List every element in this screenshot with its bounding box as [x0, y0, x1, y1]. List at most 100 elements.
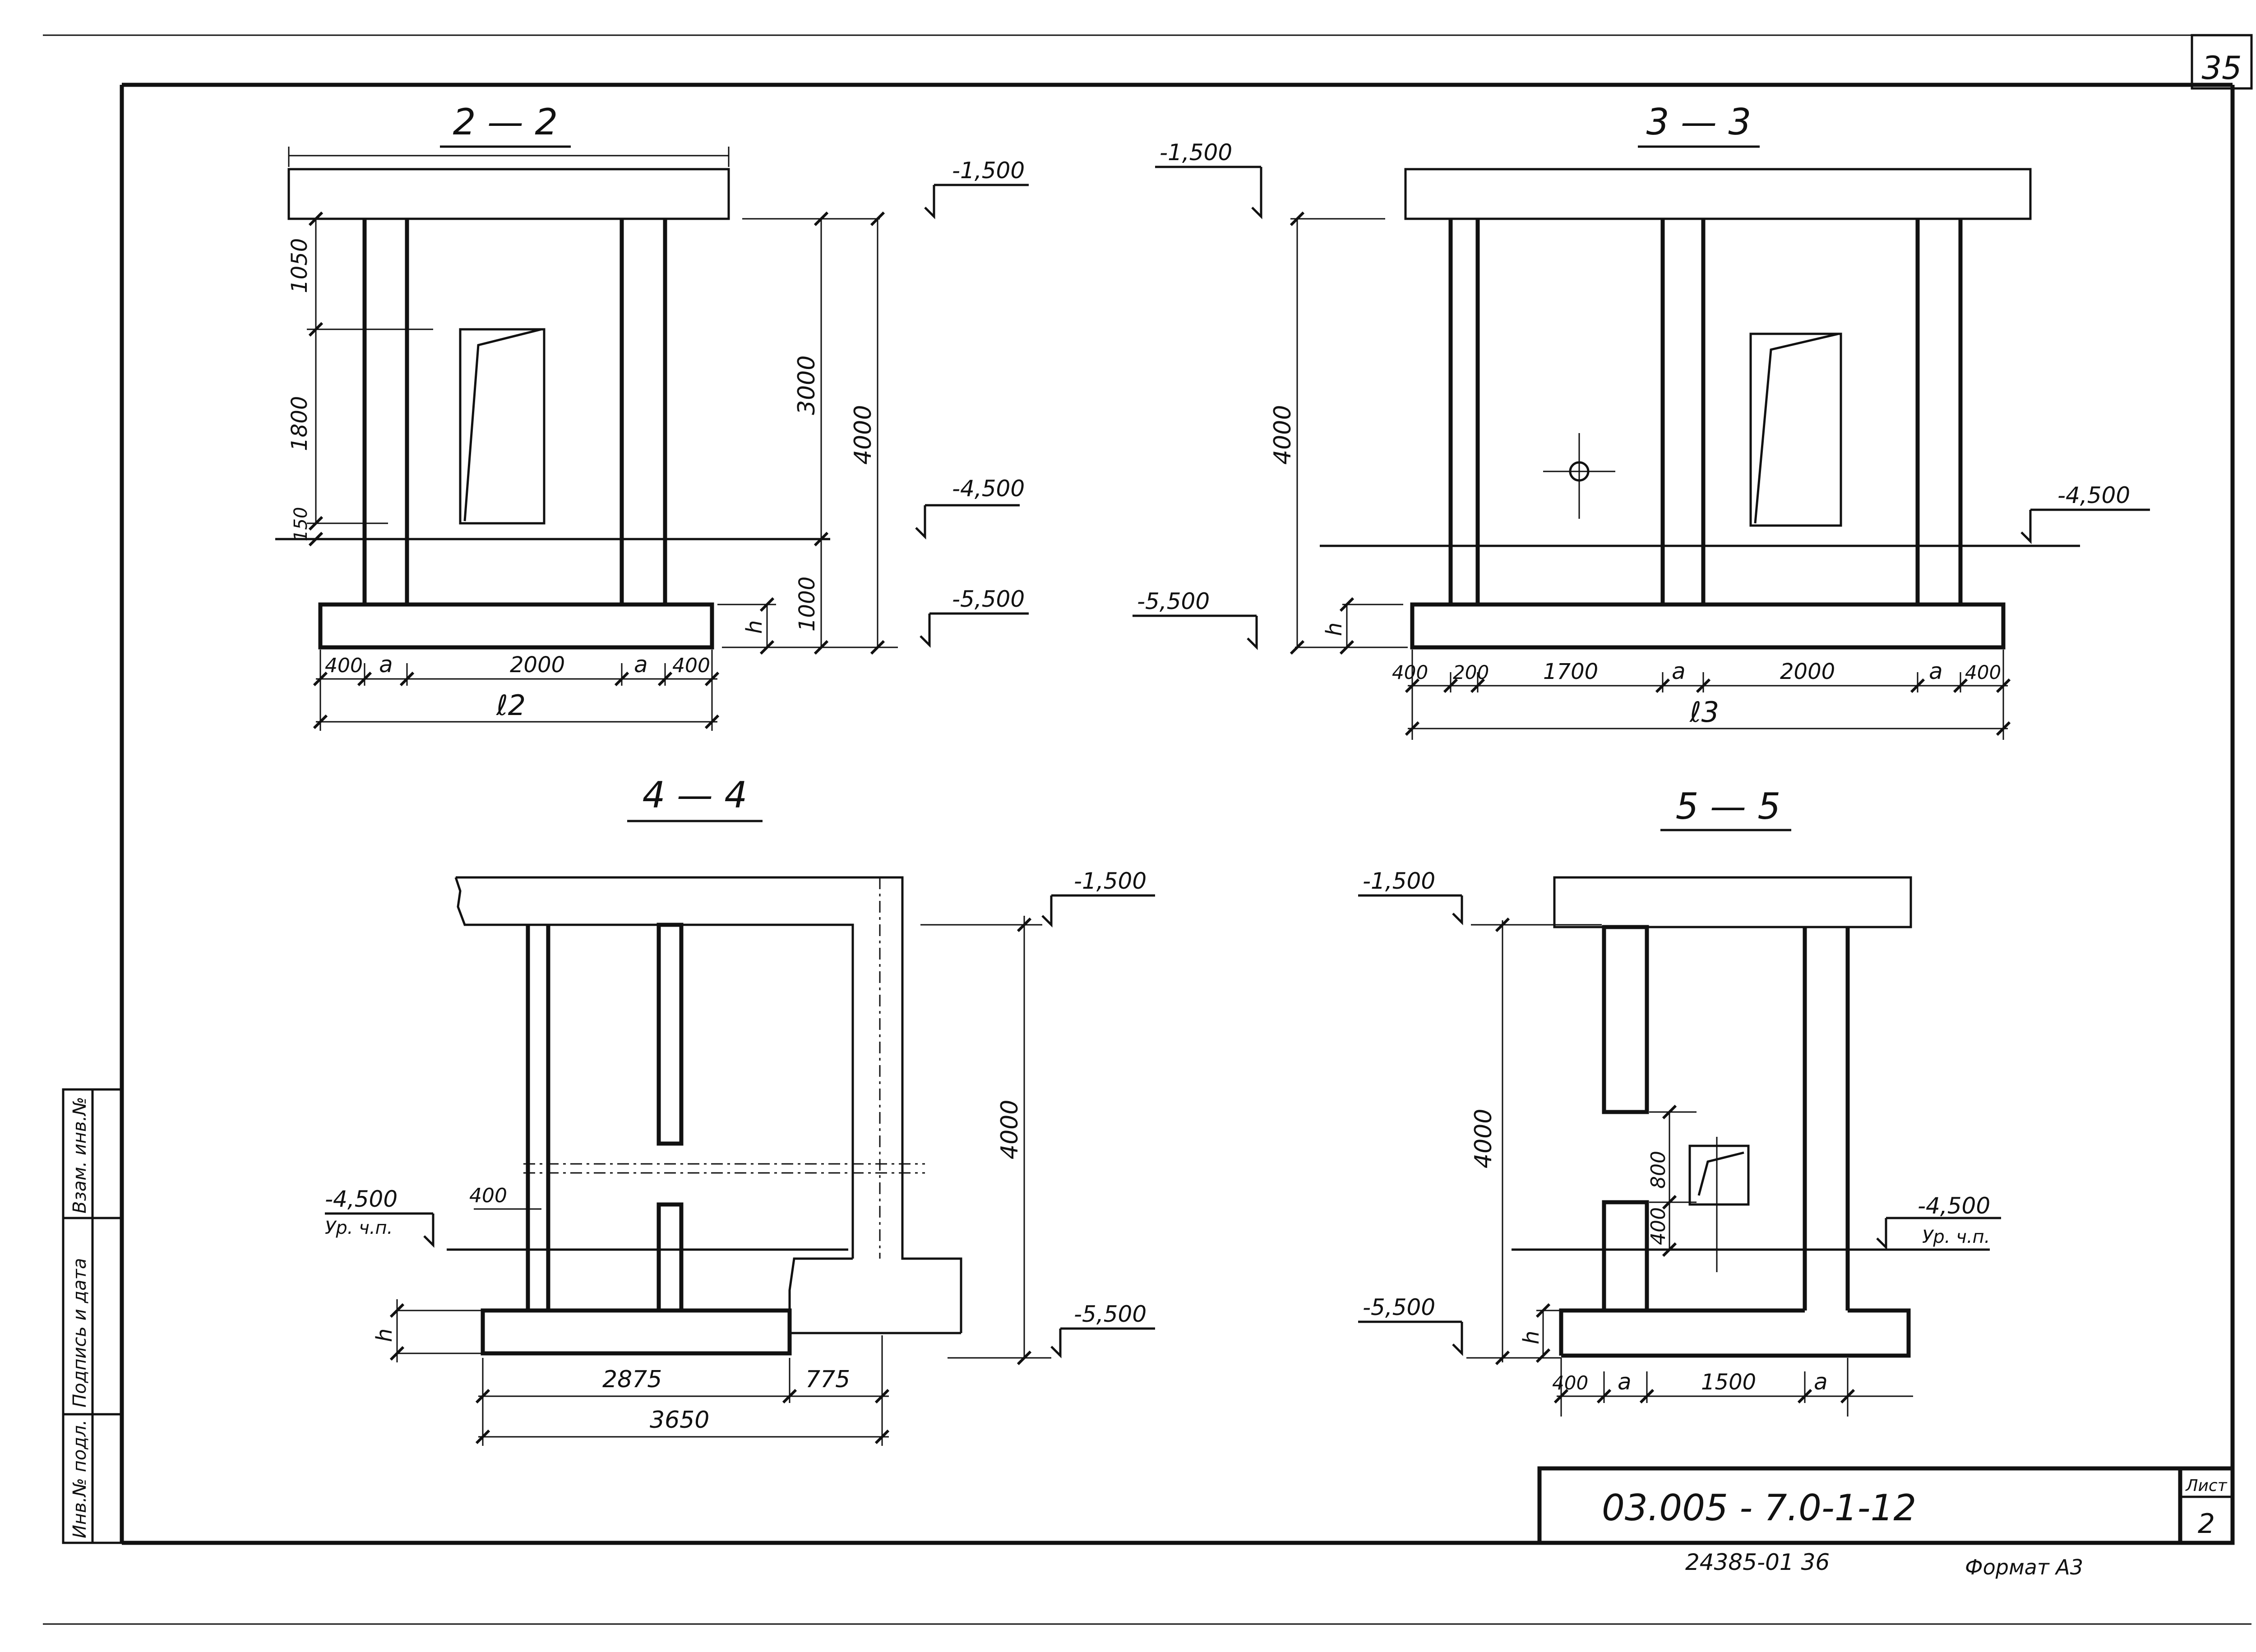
stamp-label-inventory: Инв.№ подл.: [69, 1420, 90, 1538]
dim-4000: 4000: [1269, 405, 1296, 465]
total-l2: ℓ2: [496, 689, 526, 722]
level-mid: -4,500: [1918, 1193, 1990, 1219]
level-marks-3-3: -1,500 -4,500 -5,500: [1133, 139, 2150, 651]
stamp-label-signature: Подпись и дата: [69, 1258, 90, 1407]
sheet-number: 2: [2198, 1508, 2215, 1540]
inventory-number: 24385-01 36: [1685, 1549, 1830, 1575]
level-marks-4-4: -1,500 -4,500 Ур. ч.п. -5,500: [325, 868, 1155, 1359]
level-mid-note: Ур. ч.п.: [325, 1218, 393, 1238]
left-dimensions-2-2: 1050 1800 150: [287, 212, 433, 545]
dim-1800: 1800: [287, 396, 312, 451]
opening-3-3: [1749, 332, 1842, 527]
dim-3650: 3650: [650, 1407, 709, 1434]
dim-2875: 2875: [602, 1366, 662, 1393]
section-title-3-3: 3 — 3: [1646, 101, 1752, 143]
section-2-2: 2 — 2: [275, 101, 1029, 731]
dim-4000: 4000: [1470, 1109, 1497, 1168]
dim-a-right: a: [1814, 1369, 1828, 1395]
dim-800: 800: [1647, 1151, 1670, 1189]
dim-1500: 1500: [1701, 1370, 1756, 1395]
section-title-2-2: 2 — 2: [453, 101, 558, 143]
dim-400: 400: [1552, 1372, 1588, 1394]
section-3-3: 3 — 3: [1133, 101, 2150, 740]
top-slab-4-4: [454, 876, 962, 1333]
section-title-4-4: 4 — 4: [643, 774, 748, 816]
vertical-dimension-4-4: 4000 h: [372, 916, 1051, 1364]
bottom-dimensions-3-3: 400 200 1700 a 2000 a 400 ℓ3: [1392, 650, 2010, 740]
bottom-dimensions-5-5: 400 a 1500 a: [1552, 1358, 1913, 1417]
sheet-label: Лист: [2185, 1477, 2227, 1495]
total-l3: ℓ3: [1689, 696, 1719, 729]
level-bottom: -5,500: [1137, 588, 1210, 614]
dim-1000: 1000: [795, 577, 820, 632]
document-code: 03.005 - 7.0-1-12: [1602, 1487, 1916, 1529]
format-label: Формат А3: [1965, 1555, 2083, 1579]
opening-dim-4-4: 400: [469, 1184, 541, 1210]
bottom-dimensions-4-4: 2875 775 3650: [476, 1335, 889, 1446]
section-4-4: 4 — 4 400: [325, 774, 1155, 1446]
right-dimensions-2-2: 3000 1000 4000 h: [717, 212, 898, 654]
level-bottom: -5,500: [952, 586, 1025, 612]
title-block: Лист 2 03.005 - 7.0-1-12: [1537, 1466, 2235, 1545]
dim-4000: 4000: [996, 1100, 1023, 1159]
side-stamp: Инв.№ подл. Подпись и дата Взам. инв.№: [62, 1088, 123, 1544]
dim-h: h: [372, 1329, 397, 1342]
level-bottom: -5,500: [1363, 1294, 1435, 1320]
level-top: -1,500: [1074, 868, 1146, 894]
dim-2000: 2000: [510, 652, 565, 678]
level-mid: -4,500: [952, 475, 1025, 502]
dim-h: h: [1322, 623, 1347, 636]
top-slab-2-2: [287, 147, 730, 220]
dim-400: 400: [469, 1184, 507, 1207]
level-mid: -4,500: [2057, 482, 2130, 508]
level-bottom: -5,500: [1074, 1301, 1146, 1327]
opening-2-2: [459, 328, 546, 525]
level-top: -1,500: [952, 157, 1025, 184]
dim-2000: 2000: [1780, 659, 1835, 684]
level-marks-2-2: -1,500 -4,500 -5,500: [915, 157, 1029, 648]
dim-400: 400: [1647, 1207, 1670, 1245]
page-number: 35: [2201, 50, 2242, 87]
dim-200: 200: [1453, 661, 1489, 683]
dim-775: 775: [805, 1366, 850, 1393]
dim-1700: 1700: [1543, 659, 1598, 684]
dim-a-left: a: [1672, 658, 1686, 684]
pipe-crosshair-3-3: [1543, 433, 1615, 519]
level-mid-note: Ур. ч.п.: [1922, 1227, 1990, 1247]
level-mid: -4,500: [325, 1186, 398, 1212]
dim-a-left: a: [379, 651, 393, 678]
level-top: -1,500: [1160, 139, 1232, 166]
dim-a-left: a: [1618, 1369, 1632, 1395]
dim-150: 150: [291, 507, 311, 541]
wall-outline-3-3: [1410, 219, 2006, 650]
wall-outline-5-5: [1559, 925, 1911, 1358]
dim-400-right: 400: [1965, 661, 2001, 683]
dim-400-right: 400: [672, 654, 710, 677]
level-top: -1,500: [1363, 868, 1435, 894]
section-title-5-5: 5 — 5: [1676, 785, 1781, 827]
sheet-frame: [43, 34, 2251, 1625]
wall-outline-4-4: [481, 923, 961, 1356]
dim-a-right: a: [1929, 658, 1943, 684]
dim-400-left: 400: [1392, 661, 1428, 683]
level-marks-5-5: -1,500 -4,500 Ур. ч.п. -5,500: [1358, 868, 2001, 1357]
dim-1050: 1050: [287, 238, 312, 293]
dim-h: h: [1519, 1331, 1544, 1344]
vertical-dimension-5-5: 4000 h: [1466, 918, 1604, 1364]
opening-5-5: [1688, 1137, 1750, 1272]
dim-h: h: [742, 620, 767, 634]
opening-dims-5-5: 800 400: [1647, 1106, 1697, 1256]
dim-a-right: a: [634, 651, 648, 678]
page-number-box: 35: [2191, 34, 2253, 90]
dim-4000: 4000: [850, 405, 877, 465]
bottom-dimensions-2-2: 400 a 2000 a 400 ℓ2: [314, 650, 718, 731]
wall-outline-2-2: [318, 219, 714, 650]
stamp-label-replacement: Взам. инв.№: [69, 1097, 90, 1214]
dim-3000: 3000: [793, 355, 820, 415]
top-slab-3-3: [1404, 168, 2032, 220]
top-slab-5-5: [1553, 876, 1912, 928]
vertical-dimension-3-3: 4000 h: [1269, 212, 1408, 654]
section-5-5: 5 — 5 800 400: [1358, 785, 2001, 1417]
dim-400-left: 400: [325, 654, 363, 677]
